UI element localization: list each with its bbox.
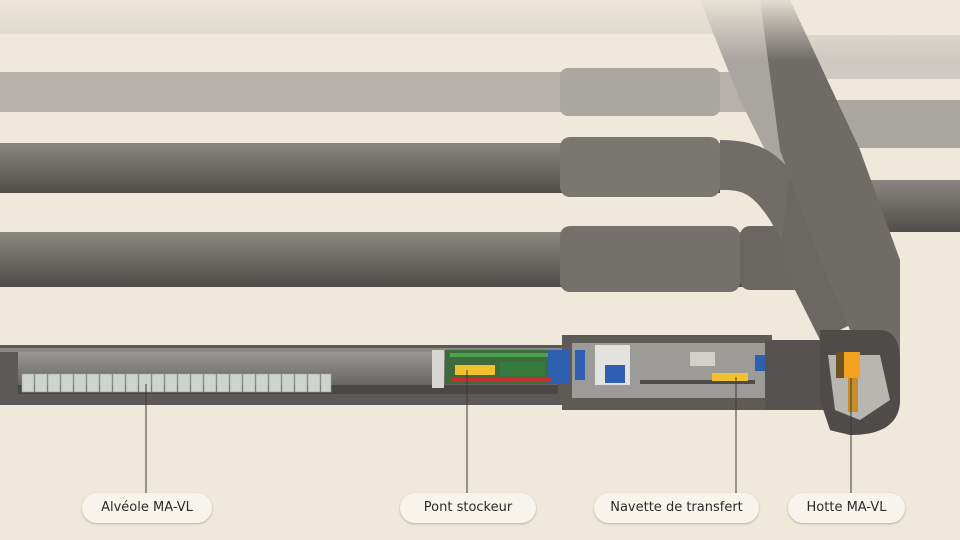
callout-lines [145, 370, 852, 494]
waste-packages [21, 373, 332, 393]
top-fade [0, 0, 960, 60]
label-pont-stockeur: Pont stockeur [400, 493, 536, 523]
hood-equipment [836, 352, 860, 412]
mid-tunnels [0, 137, 960, 340]
label-navette-transfert: Navette de transfert [594, 493, 759, 523]
main-gallery [760, 0, 900, 434]
transfer-shuttle-equipment [575, 345, 765, 385]
stacker-crane-equipment [432, 350, 570, 388]
label-alveole: Alvéole MA-VL [82, 493, 212, 523]
label-hotte: Hotte MA-VL [788, 493, 905, 523]
